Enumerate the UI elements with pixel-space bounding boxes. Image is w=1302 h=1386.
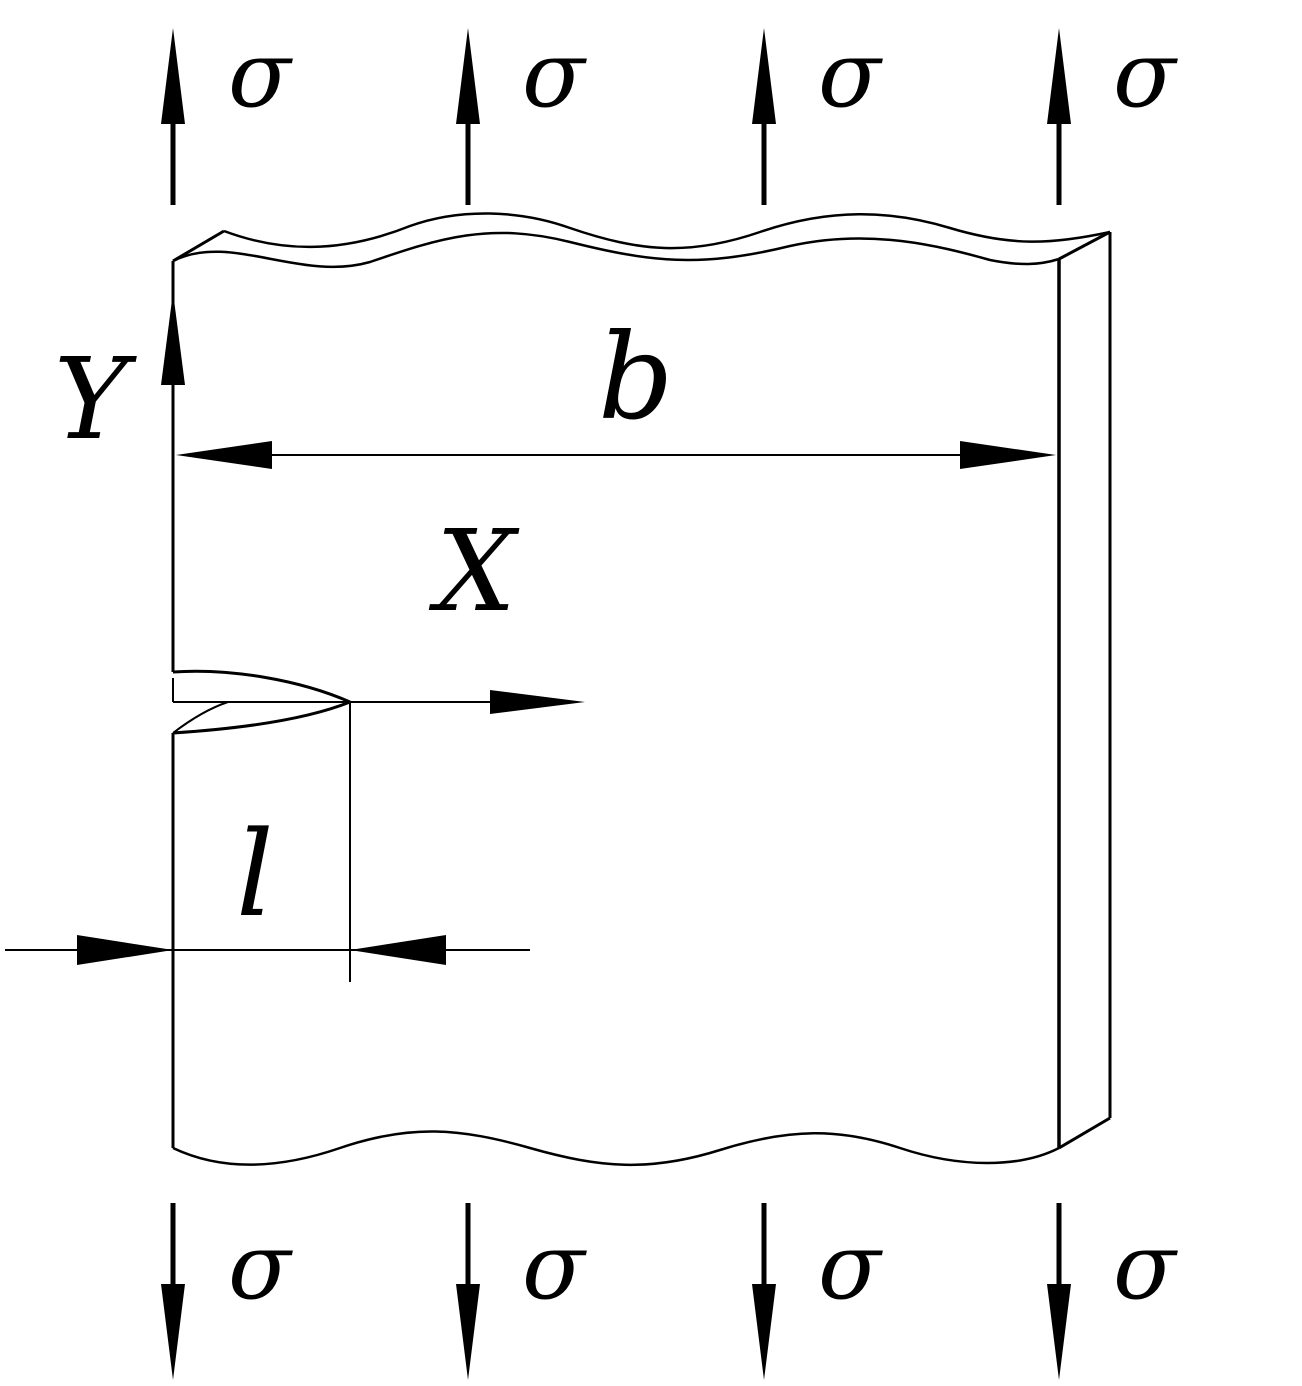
stress-label: σ — [522, 1213, 587, 1320]
stress-arrow-up — [456, 28, 480, 205]
crack-length-dimension — [5, 702, 530, 982]
width-arrowhead-left — [176, 441, 272, 469]
plate-bottom-right-edge — [1058, 1116, 1111, 1150]
width-dimension — [176, 441, 1056, 469]
stress-label: σ — [228, 1213, 293, 1320]
stress-label: σ — [1113, 21, 1178, 128]
crack-upper-lip — [172, 669, 351, 704]
stress-arrow-up — [1047, 28, 1071, 205]
plate-top-break-front — [172, 231, 1060, 269]
stress-arrow-up — [161, 28, 185, 205]
y-axis-label: Y — [54, 335, 137, 465]
stress-label: σ — [1113, 1213, 1178, 1320]
plate — [171, 212, 1112, 1167]
y-axis-arrowhead — [161, 292, 185, 385]
plate-top-right-edge — [1058, 230, 1111, 261]
stress-arrow-down — [752, 1203, 776, 1380]
plate-top-break-back — [223, 212, 1111, 250]
plate-bottom-break — [172, 1130, 1060, 1167]
width-label: b — [598, 308, 674, 446]
crack-length-label: l — [236, 805, 274, 943]
stress-arrow-down — [161, 1203, 185, 1380]
y-axis — [161, 292, 185, 672]
bottom-stress-arrows — [161, 1203, 1071, 1380]
stress-label: σ — [818, 1213, 883, 1320]
edge-crack — [172, 669, 351, 735]
x-axis-label: X — [428, 507, 520, 637]
stress-arrow-up — [752, 28, 776, 205]
crack-lower-lip — [172, 700, 351, 735]
stress-arrow-down — [456, 1203, 480, 1380]
plate-top-left-edge — [172, 229, 225, 263]
crack-lower-inner — [172, 701, 229, 734]
stress-label: σ — [818, 21, 883, 128]
top-stress-arrows — [161, 28, 1071, 205]
stress-label: σ — [522, 21, 587, 128]
crack-length-arrowhead-left — [77, 935, 173, 965]
x-axis-arrowhead — [490, 690, 585, 714]
width-arrowhead-right — [960, 441, 1056, 469]
crack-length-arrowhead-right — [350, 935, 446, 965]
x-axis — [350, 690, 585, 714]
stress-label: σ — [228, 21, 293, 128]
stress-arrow-down — [1047, 1203, 1071, 1380]
